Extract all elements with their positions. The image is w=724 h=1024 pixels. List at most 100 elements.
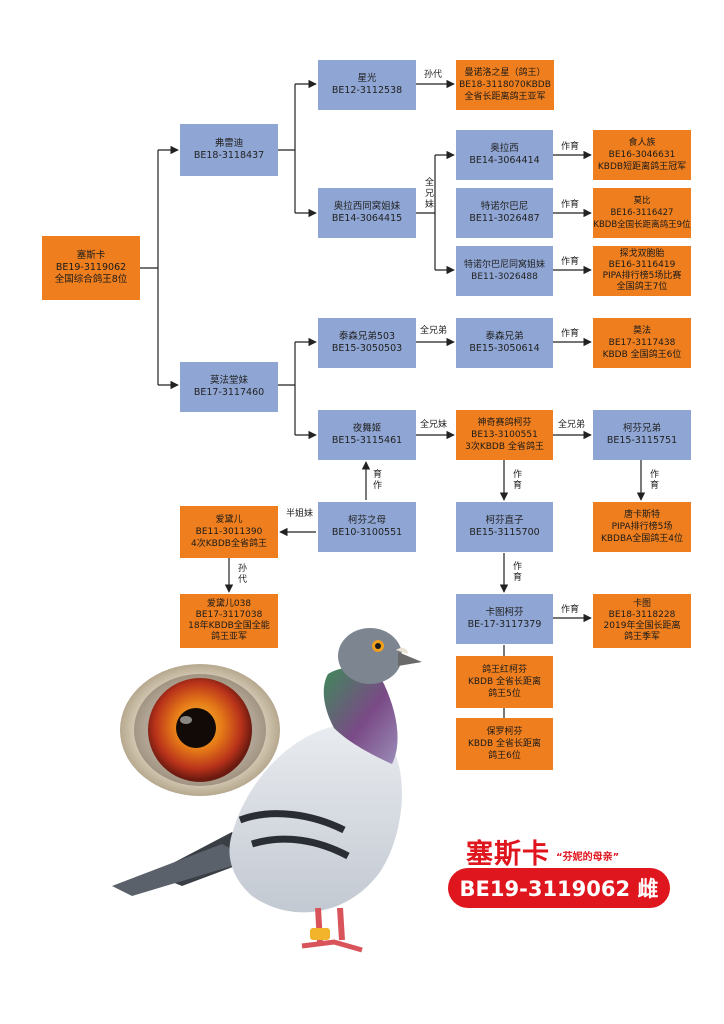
box-line: BE11-3026488 <box>471 272 538 282</box>
box-line: PIPA排行榜5场比赛 <box>602 271 682 281</box>
katu-box: 卡图 BE18-3118228 2019年全国长距离 鸽王季军 <box>593 594 691 648</box>
box-line: 莫法堂妹 <box>209 375 248 386</box>
mobi-box: 莫比 BE16-3116427 KBDB全国长距离鸽王9位 <box>593 188 691 238</box>
relation-label: 孙代 <box>237 564 247 585</box>
dam-box: 莫法堂妹 BE17-3117460 <box>180 362 278 412</box>
box-line: BE17-3117438 <box>608 338 676 348</box>
relation-label: 全兄弟 <box>558 420 586 430</box>
box-line: 神奇赛鸽柯芬 <box>477 418 532 428</box>
relation-label: 作育 <box>561 257 580 267</box>
box-line: BE10-3100551 <box>331 527 403 538</box>
box-line: 特诺尔巴尼 <box>480 201 529 212</box>
box-line: BE15-3115700 <box>469 527 540 538</box>
box-line: BE-17-3117379 <box>467 619 542 630</box>
box-line: 奥拉西 <box>490 143 519 154</box>
box-line: BE18-3118228 <box>608 610 676 620</box>
relation-label: 孙代 <box>424 70 443 80</box>
hongkefen-box: 鸽王红柯芬 KBDB 全省长距离 鸽王5位 <box>456 656 553 708</box>
box-line: BE15-3115751 <box>606 435 678 446</box>
box-line: BE11-3026487 <box>469 213 540 224</box>
shenqi-kefen-box: 神奇赛鸽柯芬 BE13-3100551 3次KBDB 全省鸽王 <box>456 410 553 460</box>
relation-label: 作育 <box>512 470 522 491</box>
box-line: KBDB 全省长距离 <box>467 739 542 749</box>
baoluo-box: 保罗柯芬 KBDB 全省长距离 鸽王6位 <box>456 718 553 770</box>
box-line: KBDBA全国鸽王4位 <box>600 534 684 544</box>
box-line: 全国综合鸽王8位 <box>54 274 128 285</box>
root-pigeon-box: 塞斯卡 BE19-3119062 全国综合鸽王8位 <box>42 236 140 300</box>
box-line: BE15-3115461 <box>331 435 403 446</box>
box-line: BE18-3118437 <box>193 150 265 161</box>
box-line: 弗雷迪 <box>214 138 244 149</box>
relation-label: 全兄妹 <box>424 178 434 210</box>
box-line: BE15-3050503 <box>331 343 403 354</box>
box-line: 莫比 <box>633 196 651 206</box>
box-line: BE16-3116427 <box>610 208 674 218</box>
kefen-mother-box: 柯芬之母 BE10-3100551 <box>318 502 416 552</box>
mofa-box: 莫法 BE17-3117438 KBDB 全国鸽王6位 <box>593 318 691 368</box>
olaxi-sister-box: 奥拉西同窝姐妹 BE14-3064415 <box>318 188 416 238</box>
star-box: 星光 BE12-3112538 <box>318 60 416 110</box>
box-line: 鸽王季军 <box>623 632 660 642</box>
kefen-brother-box: 柯芬兄弟 BE15-3115751 <box>593 410 691 460</box>
box-line: BE17-3117460 <box>193 387 265 398</box>
box-line: 4次KBDB全省鸽王 <box>191 539 267 549</box>
box-line: 奥拉西同窝姐妹 <box>333 201 401 212</box>
pigeon-eye-image <box>120 664 280 796</box>
relation-label: 作育 <box>512 562 522 583</box>
box-line: 全国鸽王7位 <box>616 282 668 292</box>
sire-box: 弗雷迪 BE18-3118437 <box>180 124 278 176</box>
box-line: 3次KBDB 全省鸽王 <box>465 442 544 452</box>
box-line: 柯芬直子 <box>485 515 524 526</box>
aidai038-box: 爱黛儿038 BE17-3117038 18年KBDB全国全能 鸽王亚军 <box>180 594 278 648</box>
box-line: KBDB 全省长距离 <box>467 677 542 687</box>
tenuo-sister-box: 特诺尔巴尼同窝姐妹 BE11-3026488 <box>456 246 553 296</box>
pigeon-name-title: 塞斯卡 <box>466 839 550 870</box>
box-line: BE12-3112538 <box>331 85 403 96</box>
box-line: 夜舞姬 <box>352 423 382 434</box>
box-line: KBDB全国长距离鸽王9位 <box>593 220 691 230</box>
box-line: 唐卡斯特 <box>623 510 660 520</box>
box-line: BE16-3116419 <box>608 260 676 270</box>
manoro-box: 曼诺洛之星（鸽王） BE18-3118070KBDB 全省长距离鸽王亚军 <box>456 60 554 110</box>
taisen614-box: 泰森兄弟 BE15-3050614 <box>456 318 553 368</box>
relation-label: 作育 <box>561 142 580 152</box>
box-line: 莫法 <box>632 326 651 336</box>
box-line: 特诺尔巴尼同窝姐妹 <box>463 260 545 270</box>
aidai-box: 爱黛儿 BE11-3011390 4次KBDB全省鸽王 <box>180 506 278 558</box>
box-line: BE19-3119062 <box>55 262 127 273</box>
relation-label: 作育 <box>561 605 580 615</box>
box-line: 泰森兄弟503 <box>338 331 396 342</box>
box-line: 全省长距离鸽王亚军 <box>464 92 546 102</box>
shirenzu-box: 食人族 BE16-3046631 KBDB短距离鸽王冠军 <box>593 130 691 180</box>
box-line: BE15-3050614 <box>469 343 540 354</box>
relation-label: 作育 <box>561 329 580 339</box>
box-line: BE14-3064415 <box>331 213 403 224</box>
box-line: 卡图柯芬 <box>485 607 524 618</box>
box-line: 卡图 <box>632 599 651 609</box>
tenuo-box: 特诺尔巴尼 BE11-3026487 <box>456 188 553 238</box>
relation-label: 半姐妹 <box>286 509 314 519</box>
relation-label: 作育 <box>649 470 659 491</box>
box-line: BE11-3011390 <box>195 527 263 537</box>
box-line: PIPA排行榜5场 <box>611 522 673 532</box>
box-line: 泰森兄弟 <box>485 331 524 342</box>
relation-label: 作育 <box>561 200 580 210</box>
box-line: KBDB 全国鸽王6位 <box>602 350 682 360</box>
tangka-box: 唐卡斯特 PIPA排行榜5场 KBDBA全国鸽王4位 <box>593 502 691 552</box>
box-line: BE14-3064414 <box>469 155 540 166</box>
box-line: BE17-3117038 <box>195 610 263 620</box>
relation-label: 育作 <box>372 470 382 491</box>
box-line: KBDB短距离鸽王冠军 <box>597 162 687 172</box>
yewuji-box: 夜舞姬 BE15-3115461 <box>318 410 416 460</box>
box-line: 食人族 <box>628 138 656 148</box>
box-line: 曼诺洛之星（鸽王） <box>464 68 546 78</box>
box-line: 鸽王红柯芬 <box>481 665 527 675</box>
kefen-zhizi-box: 柯芬直子 BE15-3115700 <box>456 502 553 552</box>
box-line: 柯芬兄弟 <box>622 423 661 434</box>
box-line: 18年KBDB全国全能 <box>188 621 270 631</box>
katu-kefen-box: 卡图柯芬 BE-17-3117379 <box>456 594 553 644</box>
box-line: 爱黛儿 <box>215 515 243 525</box>
ring-number-text: BE19-3119062 雌 <box>459 877 659 901</box>
box-line: 鸽王5位 <box>488 689 521 699</box>
